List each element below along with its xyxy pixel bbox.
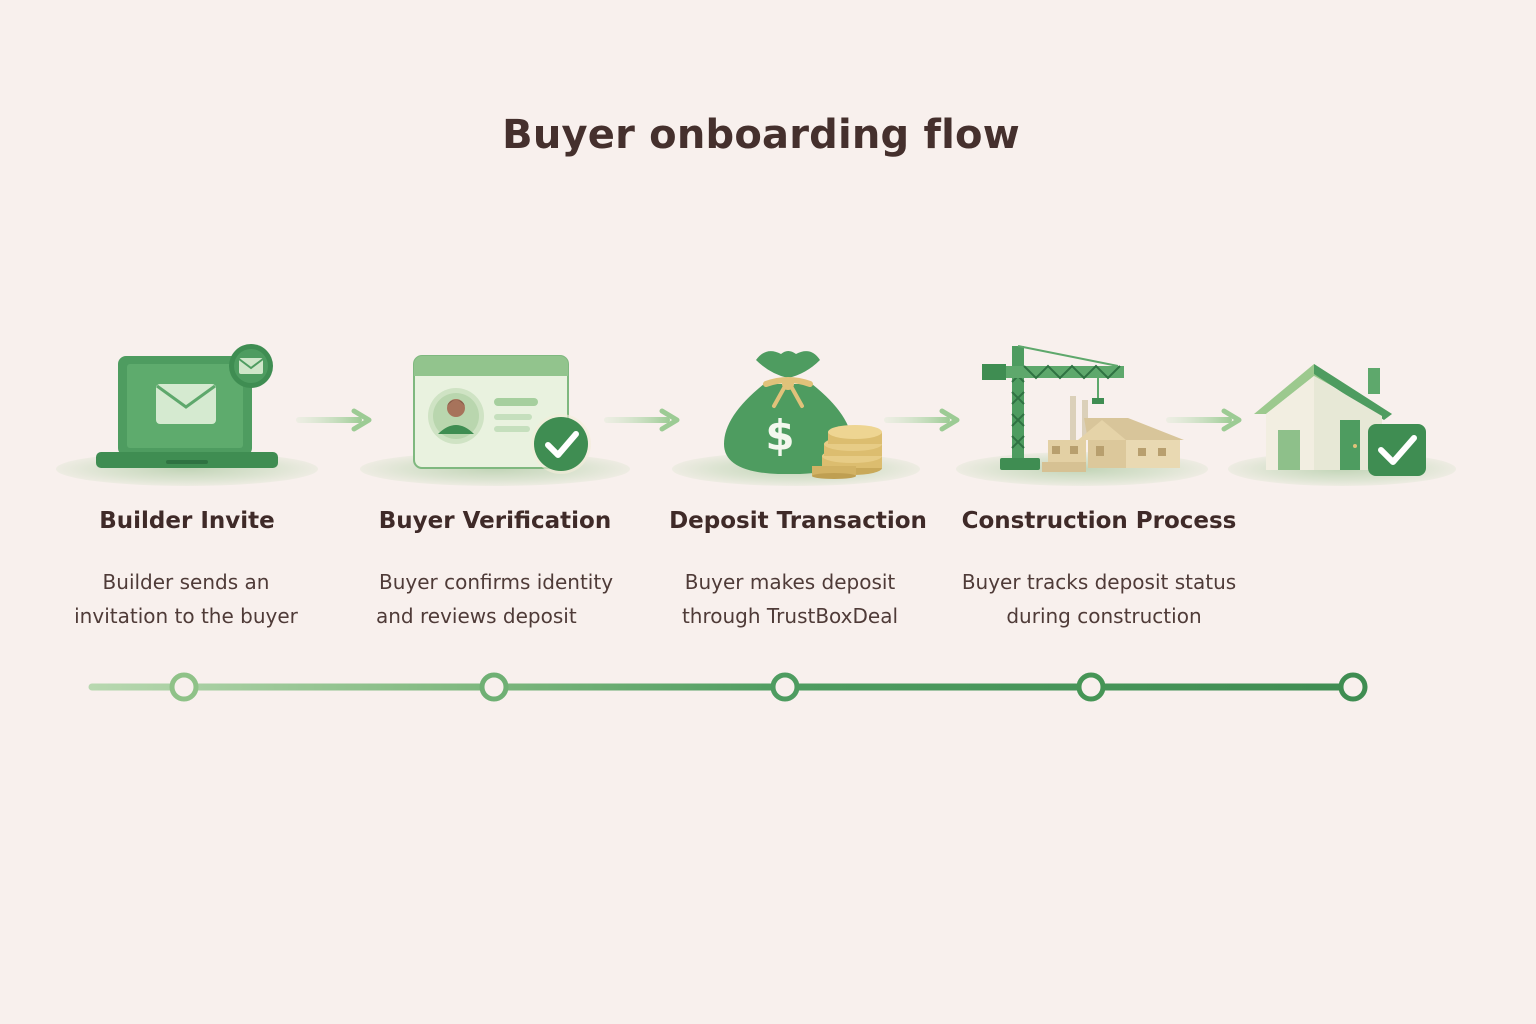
timeline-node — [479, 672, 509, 702]
step-description: Buyer confirms identity and reviews depo… — [376, 570, 614, 628]
money-bag-icon: $ — [716, 344, 886, 483]
step-description: Buyer tracks deposit status during const… — [961, 570, 1237, 628]
arrow-right-icon — [604, 408, 684, 436]
crane-house-icon — [978, 340, 1188, 484]
step-title: Deposit Transaction — [669, 508, 927, 534]
arrow-right-icon — [296, 408, 376, 436]
step-title: Buyer Verification — [378, 508, 612, 534]
laptop-envelope-icon — [94, 340, 284, 479]
timeline-node — [1338, 672, 1368, 702]
step-title: Builder Invite — [99, 508, 275, 534]
arrow-right-icon — [1166, 408, 1246, 436]
timeline-node — [1076, 672, 1106, 702]
arrow-right-icon — [884, 408, 964, 436]
timeline-node — [770, 672, 800, 702]
timeline-node — [169, 672, 199, 702]
page-title: Buyer onboarding flow — [502, 112, 1020, 158]
svg-text:$: $ — [765, 411, 794, 460]
house-check-icon — [1252, 358, 1432, 482]
step-title: Construction Process — [961, 508, 1237, 534]
step-description: Builder sends an invitation to the buyer — [74, 570, 298, 628]
step-description: Buyer makes deposit through TrustBoxDeal — [681, 570, 899, 628]
id-card-check-icon — [410, 350, 595, 484]
